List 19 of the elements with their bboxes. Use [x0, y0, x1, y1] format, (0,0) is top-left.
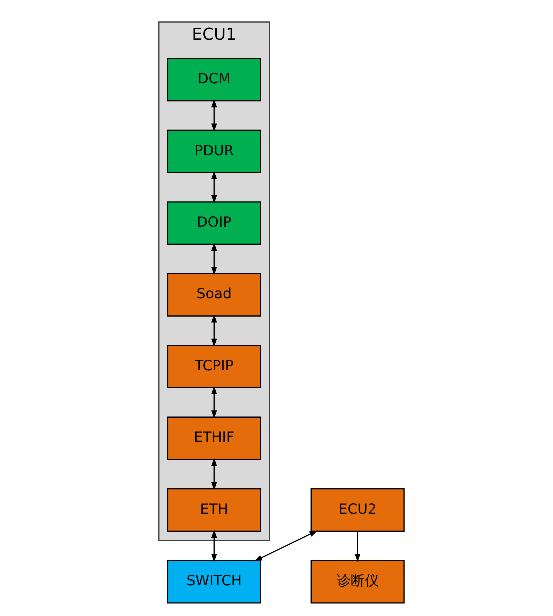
- node-box: TCPIP: [166, 345, 261, 389]
- arrow: [211, 314, 217, 348]
- node-box: Soad: [166, 273, 261, 317]
- node-box: PDUR: [166, 130, 261, 174]
- arrow: [211, 99, 217, 132]
- node-box: DCM: [166, 58, 261, 102]
- node-box: ECU2: [310, 488, 404, 532]
- node-box: 诊断仪: [310, 560, 404, 604]
- arrow: [211, 530, 217, 562]
- arrow: [211, 171, 217, 204]
- node-box: ETH: [166, 488, 261, 532]
- node-box: SWITCH: [166, 560, 261, 604]
- arrow: [354, 532, 360, 562]
- arrow: [211, 386, 217, 419]
- node-box: ETHIF: [166, 416, 261, 460]
- node-box: DOIP: [166, 202, 261, 246]
- arrow: [254, 530, 318, 562]
- arrow: [211, 242, 217, 276]
- arrow: [211, 458, 217, 491]
